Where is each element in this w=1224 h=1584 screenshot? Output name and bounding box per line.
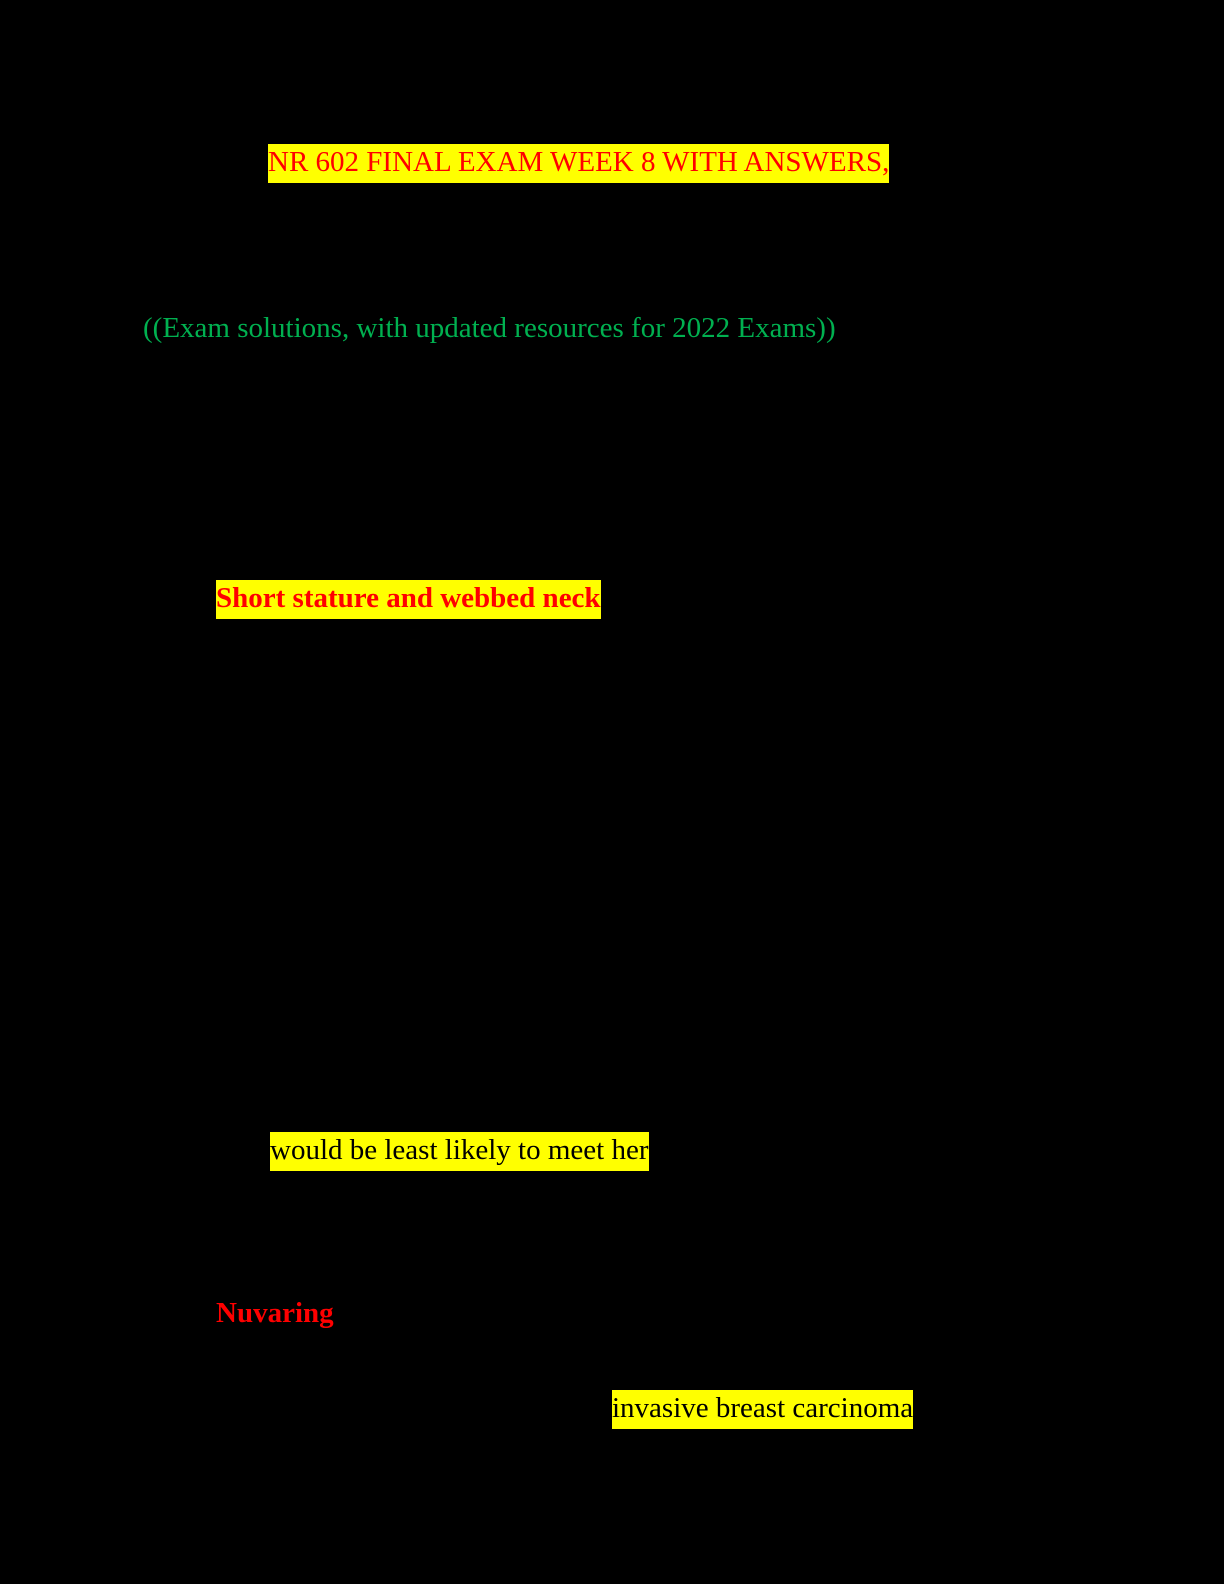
highlighted-answer-fragment-text: invasive breast carcinoma	[612, 1390, 914, 1429]
highlighted-answer-fragment: invasive breast carcinoma	[612, 1390, 914, 1429]
answer-text: Nuvaring	[216, 1297, 334, 1329]
highlighted-answer: Short stature and webbed neck	[216, 580, 601, 619]
highlighted-question-text: would be least likely to meet her	[270, 1132, 649, 1171]
highlighted-answer-text: Short stature and webbed neck	[216, 580, 601, 619]
document-title: NR 602 FINAL EXAM WEEK 8 WITH ANSWERS,	[268, 144, 890, 183]
highlighted-question-fragment: would be least likely to meet her	[270, 1132, 649, 1171]
document-title-text: NR 602 FINAL EXAM WEEK 8 WITH ANSWERS,	[268, 144, 890, 183]
document-subtitle: ((Exam solutions, with updated resources…	[143, 312, 836, 344]
